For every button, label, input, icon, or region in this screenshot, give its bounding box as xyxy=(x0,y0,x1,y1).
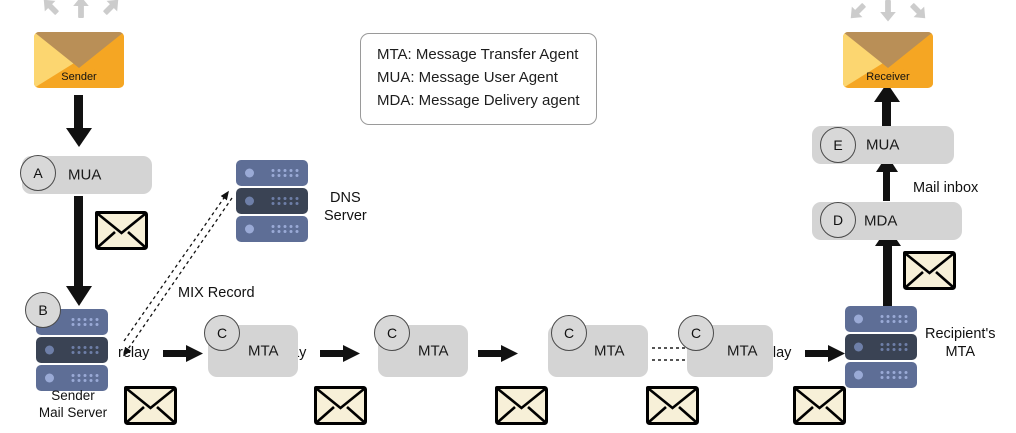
mta-label-1: MTA xyxy=(248,342,279,360)
mail-icon-chain-5 xyxy=(792,385,846,425)
step-badge-a: A xyxy=(20,155,56,191)
mail-icon-sender-mua xyxy=(94,210,148,250)
server-vents xyxy=(880,315,908,323)
mail-icon-chain-2 xyxy=(313,385,367,425)
mail-glyph xyxy=(313,385,367,425)
server-vents xyxy=(71,318,99,326)
sender-mail-server-icon xyxy=(36,309,108,393)
mail-glyph xyxy=(494,385,548,425)
server-led xyxy=(45,345,54,355)
envelope-flap xyxy=(843,32,933,68)
server-led xyxy=(45,373,54,383)
server-unit-top xyxy=(845,306,917,332)
server-vents xyxy=(271,169,299,177)
receiver-envelope-icon: Receiver xyxy=(843,32,933,88)
mail-glyph xyxy=(123,385,177,425)
mta-label-3: MTA xyxy=(594,342,625,360)
sender-mail-server-caption: Sender Mail Server xyxy=(18,388,128,421)
mta-box-4[interactable]: MTA xyxy=(687,325,773,377)
receiver-incoming-arrows xyxy=(850,0,926,22)
mail-inbox-label: Mail inbox xyxy=(913,180,979,196)
legend-line-mda: MDA: Message Delivery agent xyxy=(377,91,580,109)
server-unit-middle xyxy=(845,334,917,360)
step-badge-e: E xyxy=(820,127,856,163)
mailserver-caption-line2: Mail Server xyxy=(38,404,108,420)
step-badge-b: B xyxy=(25,292,61,328)
step-badge-c-4: C xyxy=(678,315,714,351)
server-led xyxy=(245,224,254,234)
mailserver-caption-line1: Sender xyxy=(51,388,95,403)
dns-server-caption: DNS Server xyxy=(324,190,367,226)
step-badge-c-2: C xyxy=(374,315,410,351)
recipient-mta-server-icon xyxy=(845,306,917,390)
mta-chain-continuation xyxy=(652,347,688,361)
step-badge-c-3: C xyxy=(551,315,587,351)
relay-label-1: relay xyxy=(118,345,150,361)
server-unit-top xyxy=(236,160,308,186)
sender-broadcast-arrows xyxy=(43,0,119,18)
legend-box: MTA: Message Transfer Agent MUA: Message… xyxy=(360,33,597,125)
mta-label-2: MTA xyxy=(418,342,449,360)
mail-glyph xyxy=(645,385,699,425)
mta-label-4: MTA xyxy=(727,342,758,360)
mail-icon-chain-1 xyxy=(123,385,177,425)
server-vents xyxy=(880,371,908,379)
envelope-flap xyxy=(34,32,124,68)
mix-record-label: MIX Record xyxy=(178,285,255,301)
step-badge-d: D xyxy=(820,202,856,238)
server-unit-bottom xyxy=(236,216,308,242)
mail-icon-chain-4 xyxy=(645,385,699,425)
server-led xyxy=(854,342,863,352)
recipient-mta-line2: MTA xyxy=(945,343,975,360)
server-led xyxy=(854,314,863,324)
arrow-sender-to-mua xyxy=(66,95,92,147)
recipient-mta-line1: Recipient's xyxy=(925,326,996,342)
sender-mua-label: MUA xyxy=(68,166,102,184)
recipient-mta-caption: Recipient's MTA xyxy=(925,326,995,362)
arrow-mua-to-receiver xyxy=(874,83,900,127)
mail-icon-chain-3 xyxy=(494,385,548,425)
mail-icon-recipient-delivery xyxy=(902,250,956,290)
server-unit-bottom xyxy=(845,362,917,388)
server-vents xyxy=(71,374,99,382)
mail-glyph xyxy=(902,250,956,290)
arrow-mua-to-mailserver xyxy=(66,196,92,306)
mail-glyph xyxy=(94,210,148,250)
legend-line-mua: MUA: Message User Agent xyxy=(377,68,558,86)
recipient-mua-label: MUA xyxy=(866,136,900,154)
server-unit-middle xyxy=(36,337,108,363)
mail-glyph xyxy=(792,385,846,425)
server-led xyxy=(854,370,863,380)
server-vents xyxy=(271,225,299,233)
dns-caption-line2: Server xyxy=(324,207,367,224)
sender-label: Sender xyxy=(61,71,97,83)
recipient-mda-label: MDA xyxy=(864,212,898,230)
dns-caption-line1: DNS xyxy=(330,190,361,206)
dns-server-icon xyxy=(236,160,308,244)
server-unit-middle xyxy=(236,188,308,214)
server-vents xyxy=(880,343,908,351)
sender-envelope-icon: Sender xyxy=(34,32,124,88)
server-led xyxy=(245,196,254,206)
server-unit-bottom xyxy=(36,365,108,391)
receiver-label: Receiver xyxy=(866,71,910,83)
step-badge-c-1: C xyxy=(204,315,240,351)
server-vents xyxy=(71,346,99,354)
server-vents xyxy=(271,197,299,205)
legend-line-mta: MTA: Message Transfer Agent xyxy=(377,46,579,63)
server-led xyxy=(245,168,254,178)
